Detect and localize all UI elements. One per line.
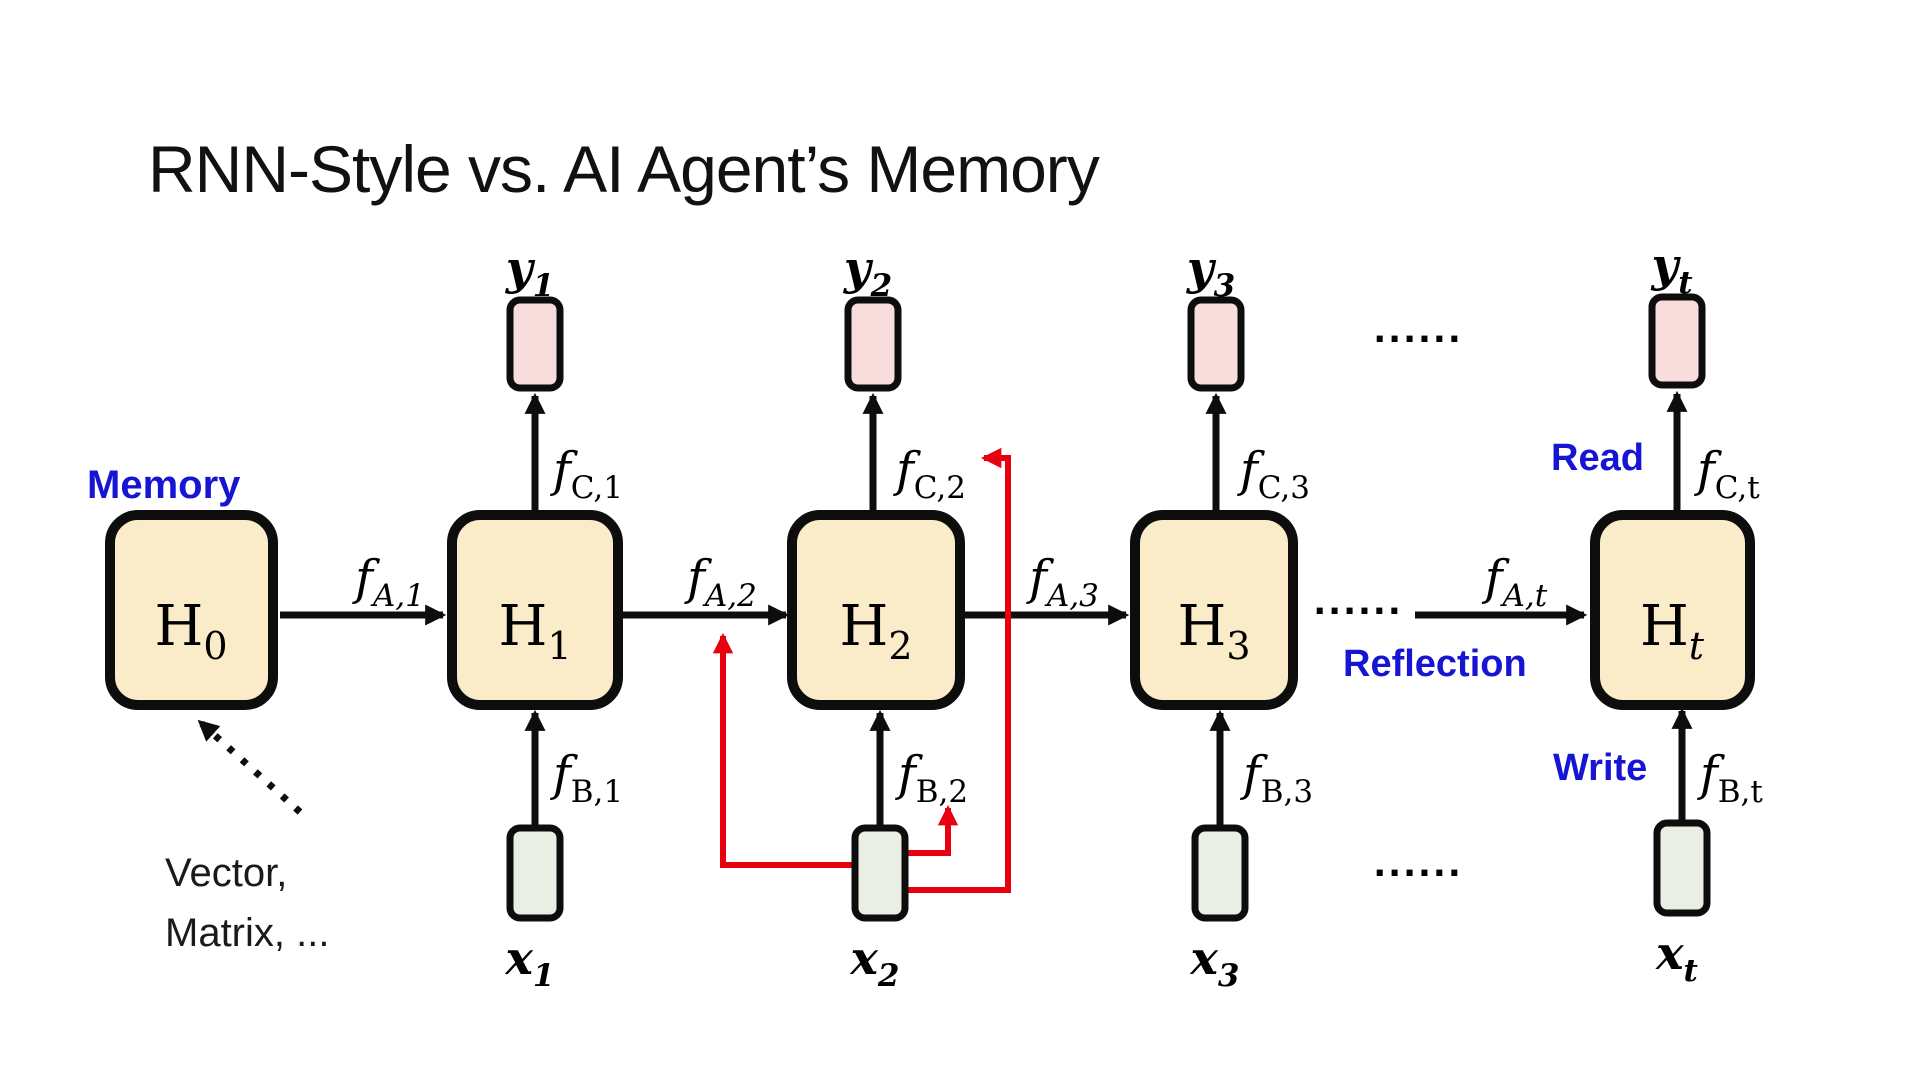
transition-function-labels: fA,1 fA,2 fA,3 fA,t: [352, 550, 1548, 614]
output-arrows: [524, 390, 1688, 515]
ht-label: Ht: [1640, 594, 1705, 668]
y3-label: y3: [1186, 241, 1235, 304]
fbt-label: fB,t: [1697, 746, 1763, 810]
page-title: RNN-Style vs. AI Agent’s Memory: [148, 132, 1100, 206]
ellipsis-dots: ...... ...... ......: [1313, 311, 1463, 885]
dots-top: ......: [1373, 311, 1463, 351]
h2-label: H2: [839, 594, 912, 668]
note-text-line1: Vector,: [165, 851, 287, 895]
reflection-arrow-to-fb2: [905, 804, 959, 856]
x1-box: [506, 824, 564, 922]
h0-cell: [105, 510, 278, 710]
write-function-labels: fB,1 fB,2 fB,3 fB,t: [550, 746, 1763, 810]
yt-label: yt: [1650, 238, 1693, 301]
h0-label: H0: [154, 594, 227, 668]
fat-label: fA,t: [1482, 550, 1548, 614]
x1-label: x1: [504, 931, 554, 994]
fc3-label: fC,3: [1237, 442, 1310, 506]
fa1-label: fA,1: [352, 550, 425, 614]
input-boxes: [506, 819, 1711, 922]
fb3-label: fB,3: [1240, 746, 1313, 810]
fc1-label: fC,1: [550, 442, 623, 506]
y3-box: [1187, 296, 1245, 392]
xt-box: [1653, 819, 1711, 917]
y2-label: y2: [843, 241, 892, 304]
yt-box: [1648, 293, 1706, 389]
y1-label: y1: [505, 241, 554, 304]
x3-box: [1191, 824, 1249, 922]
read-function-labels: fC,1 fC,2 fC,3 fC,t: [550, 442, 1760, 506]
fc2-label: fC,2: [893, 442, 966, 506]
x2-label: x2: [849, 931, 899, 994]
note-dotted-arrow: [197, 719, 303, 815]
output-labels: y1 y2 y3 yt: [505, 238, 1693, 304]
h1-cell: [447, 510, 623, 710]
h3-cell: [1130, 510, 1298, 710]
output-boxes: [506, 293, 1706, 392]
write-label: Write: [1553, 747, 1647, 789]
read-label: Read: [1551, 437, 1644, 479]
note-text-line2: Matrix, ...: [165, 911, 329, 955]
h2-cell: [787, 510, 965, 710]
blue-annotations: Memory Read Reflection Write: [87, 437, 1647, 789]
ht-cell: [1590, 510, 1755, 710]
reflection-arrow-to-fa2: [712, 632, 853, 868]
y2-box: [844, 296, 902, 392]
x2-box: [851, 824, 909, 922]
xt-label: xt: [1655, 926, 1698, 989]
fct-label: fC,t: [1694, 442, 1760, 506]
reflection-label: Reflection: [1343, 643, 1527, 685]
x3-label: x3: [1189, 931, 1239, 994]
fb1-label: fB,1: [550, 746, 623, 810]
input-labels: x1 x2 x3 xt: [504, 926, 1698, 994]
h1-label: H1: [498, 594, 571, 668]
h3-label: H3: [1177, 594, 1250, 668]
input-arrows: [524, 707, 1693, 828]
fa3-label: fA,3: [1026, 550, 1099, 614]
note-text: Vector, Matrix, ...: [165, 851, 329, 955]
cell-labels: H0 H1 H2 H3 Ht: [154, 594, 1704, 668]
reflection-paths: [712, 447, 1011, 893]
fb2-label: fB,2: [895, 746, 968, 810]
y1-box: [506, 296, 564, 392]
dots-bottom: ......: [1373, 845, 1463, 885]
memory-cells: [105, 510, 1755, 710]
fa2-label: fA,2: [684, 550, 757, 614]
memory-label: Memory: [87, 463, 241, 507]
reflection-arrow-to-fc2: [905, 447, 1011, 893]
dots-middle: ......: [1313, 583, 1403, 623]
